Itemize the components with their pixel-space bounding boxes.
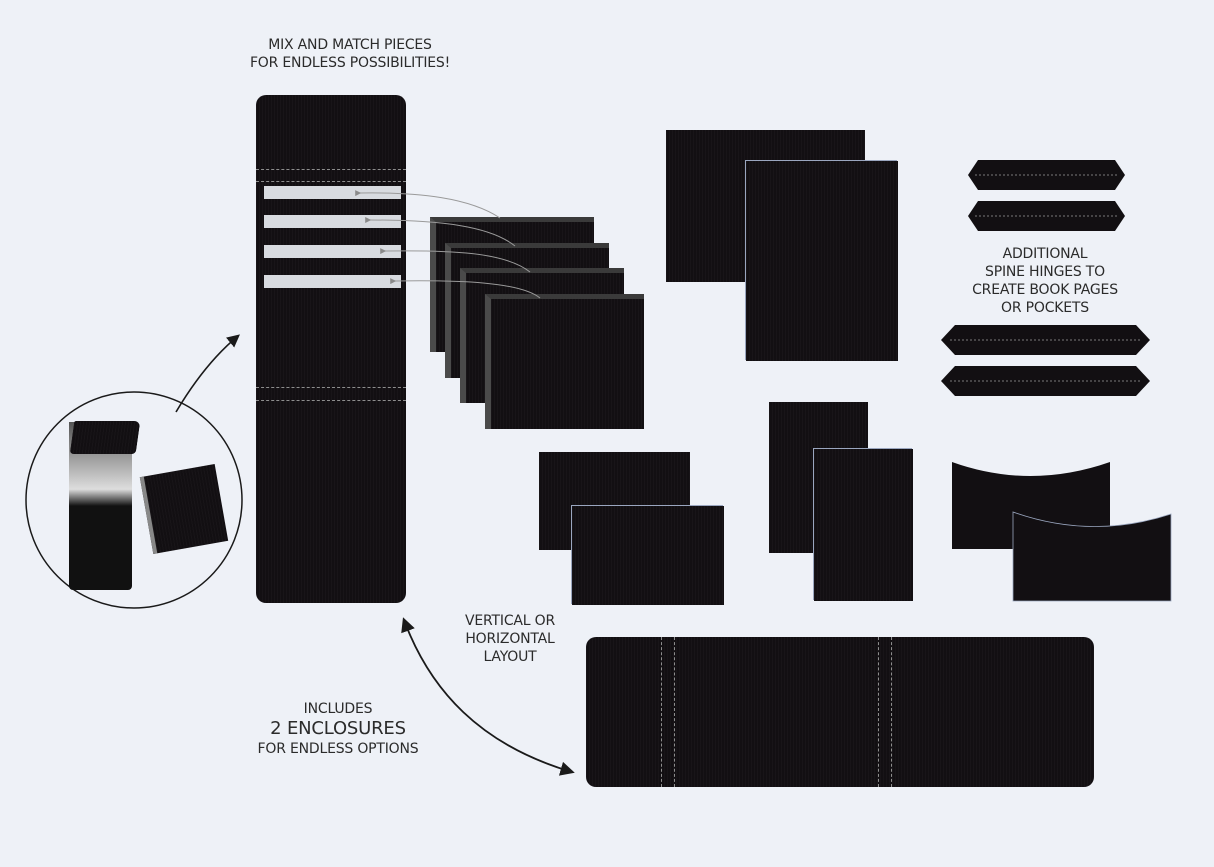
card-slot-3 xyxy=(264,245,401,258)
stitch-line xyxy=(674,637,675,787)
enclosures-caption-line-2: 2 ENCLOSURES xyxy=(270,718,406,739)
enclosures-caption-line-1: INCLUDES xyxy=(303,701,373,717)
horizontal-binder-panel xyxy=(586,637,1094,787)
insert-card-4 xyxy=(485,294,644,429)
layout-caption-line-1: VERTICAL OR xyxy=(465,613,555,629)
hinges-caption-line-3: CREATE BOOK PAGES xyxy=(972,282,1118,298)
stitch-line xyxy=(256,181,406,182)
stitch-line xyxy=(661,637,662,787)
stitch-line xyxy=(256,387,406,388)
layout-caption: VERTICAL OR HORIZONTAL LAYOUT xyxy=(450,612,570,666)
hinges-caption-line-4: OR POCKETS xyxy=(1001,300,1089,316)
card-slot-1 xyxy=(264,186,401,199)
enclosures-caption: INCLUDES 2 ENCLOSURES FOR ENDLESS OPTION… xyxy=(240,700,436,758)
card-slot-4 xyxy=(264,275,401,288)
large-portrait-front xyxy=(746,161,898,361)
stitch-line xyxy=(878,637,879,787)
hinges-caption-line-1: ADDITIONAL xyxy=(1002,246,1088,262)
headline-line-2: FOR ENDLESS POSSIBILITIES! xyxy=(249,55,451,71)
headline: MIX AND MATCH PIECES FOR ENDLESS POSSIBI… xyxy=(205,36,495,72)
layout-caption-line-2: HORIZONTAL xyxy=(465,631,555,647)
stitch-line xyxy=(256,400,406,401)
enclosure-closed xyxy=(139,463,229,555)
headline-line-1: MIX AND MATCH PIECES xyxy=(268,37,432,53)
landscape-front xyxy=(572,506,724,605)
hinges-caption: ADDITIONAL SPINE HINGES TO CREATE BOOK P… xyxy=(950,245,1140,317)
enclosure-lid xyxy=(69,421,141,454)
stitch-line xyxy=(256,169,406,170)
hinges-caption-line-2: SPINE HINGES TO xyxy=(985,264,1105,280)
small-portrait-front xyxy=(814,449,913,601)
layout-caption-line-3: LAYOUT xyxy=(483,649,537,665)
stitch-line xyxy=(891,637,892,787)
enclosures-caption-line-3: FOR ENDLESS OPTIONS xyxy=(257,741,419,757)
